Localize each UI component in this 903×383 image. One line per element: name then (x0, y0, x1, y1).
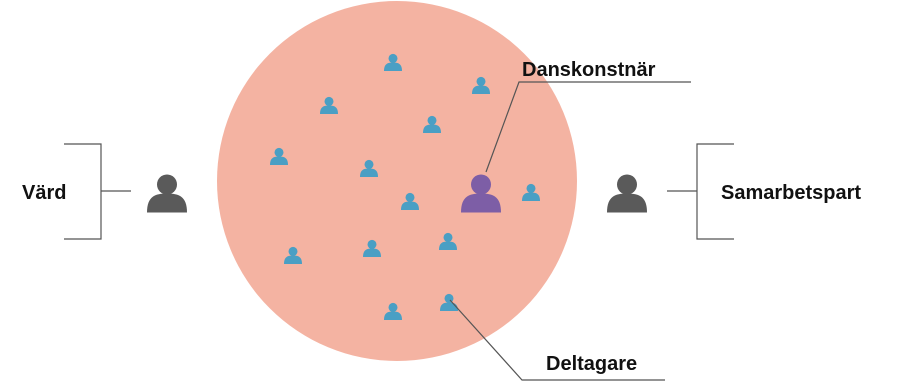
participants-label: Deltagare (546, 353, 637, 375)
collaborator-label: Samarbetspart (721, 182, 861, 204)
host-bracket (64, 143, 102, 240)
host-label: Värd (22, 182, 66, 204)
host-person-icon (147, 174, 187, 213)
dance-artist-leader-line (485, 81, 691, 173)
collaborator-person-icon (607, 174, 647, 213)
participants-leader-line (449, 299, 665, 381)
dance-artist-label: Danskonstnär (522, 59, 656, 81)
